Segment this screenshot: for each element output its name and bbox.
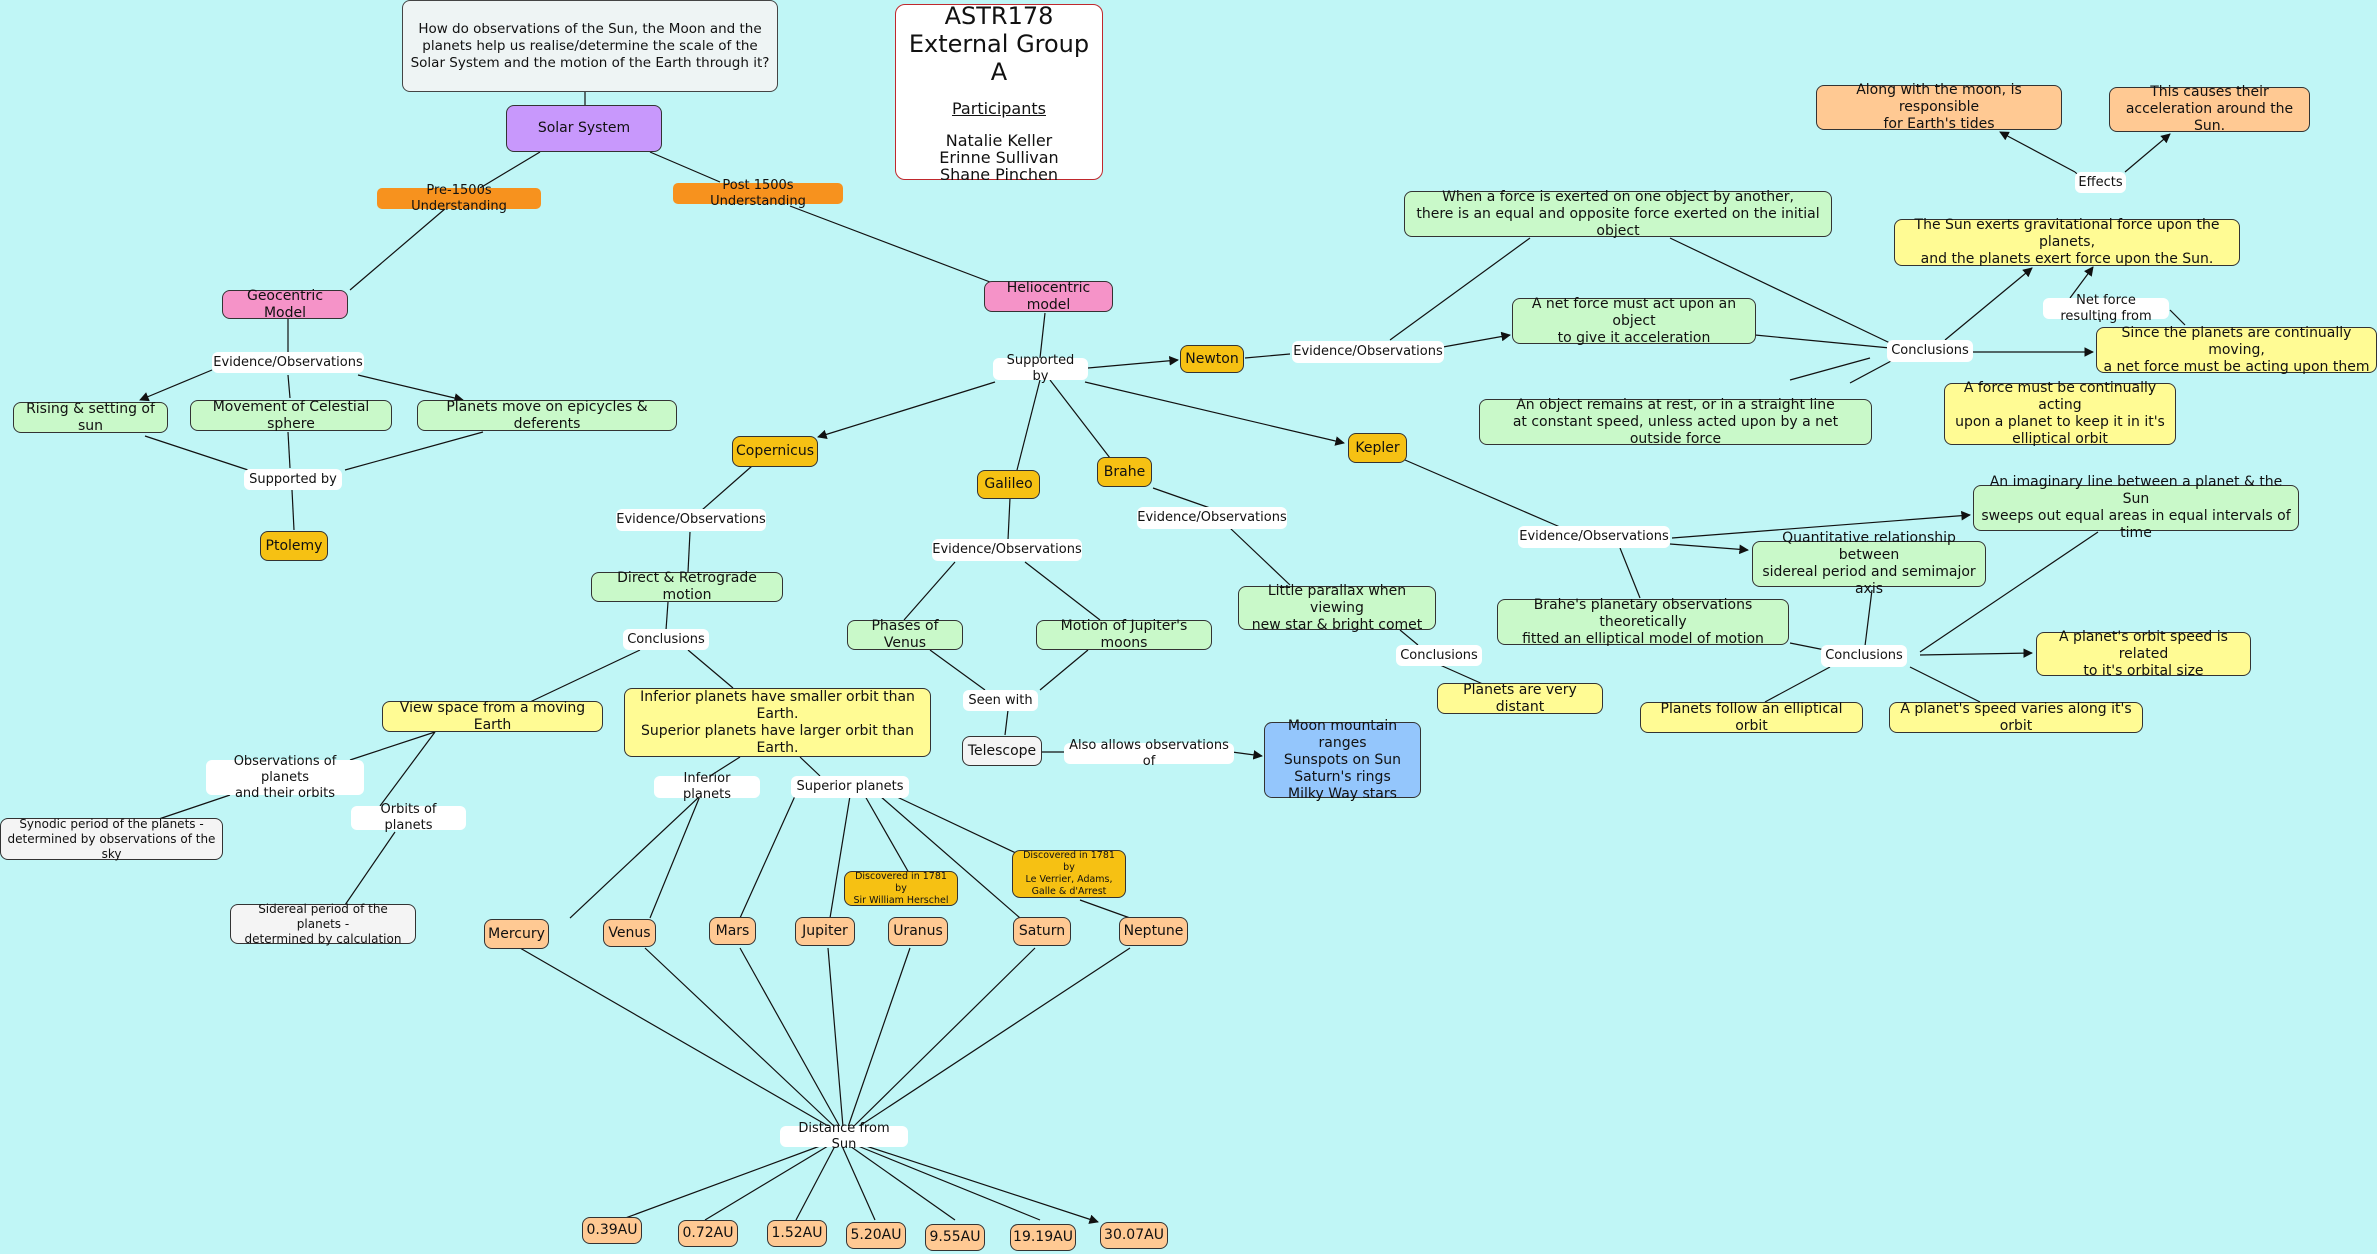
sun-gravity-node[interactable]: The Sun exerts gravitational force upon … [1894,217,2240,267]
heliocentric-model-node[interactable]: Heliocentric model [984,280,1113,313]
retrograde-motion-node[interactable]: Direct & Retrograde motion [591,570,783,603]
elliptical-orbit-node[interactable]: Planets follow an elliptical orbit [1640,701,1863,734]
distance-neptune[interactable]: 30.07AU [1100,1222,1168,1249]
newton-conclusions-label: Conclusions [1887,340,1973,362]
newton-third-law-node[interactable]: When a force is exerted on one object by… [1404,189,1832,239]
heliocentric-supported-label: Supported by [993,353,1088,384]
little-parallax-node[interactable]: Little parallax when viewing new star & … [1238,583,1436,633]
distance-mercury[interactable]: 0.39AU [582,1217,642,1244]
moving-earth-node[interactable]: View space from a moving Earth [382,700,603,733]
planet-mars[interactable]: Mars [709,917,756,945]
sidereal-period-node[interactable]: Sidereal period of the planets - determi… [230,902,416,946]
brahe-fitted-node[interactable]: Brahe's planetary observations theoretic… [1497,597,1789,647]
synodic-period-node[interactable]: Synodic period of the planets - determin… [0,817,223,861]
planet-jupiter[interactable]: Jupiter [795,917,855,946]
also-allows-label: Also allows observations of [1064,738,1234,769]
newton-evidence-label: Evidence/Observations [1292,341,1444,363]
phases-of-venus-node[interactable]: Phases of Venus [847,618,963,651]
jupiter-moons-node[interactable]: Motion of Jupiter's moons [1036,618,1212,651]
geocentric-evidence-label: Evidence/Observations [212,352,364,373]
brahe-conclusions-label: Conclusions [1396,645,1482,666]
kepler-node[interactable]: Kepler [1348,433,1407,463]
galileo-evidence-label: Evidence/Observations [932,539,1082,561]
distance-uranus[interactable]: 19.19AU [1010,1224,1076,1251]
speed-size-node[interactable]: A planet's orbit speed is related to it'… [2036,629,2251,679]
copernicus-evidence-label: Evidence/Observations [616,509,766,531]
inferior-superior-node[interactable]: Inferior planets have smaller orbit than… [624,688,931,757]
newton-node[interactable]: Newton [1180,345,1244,373]
quantitative-relationship-node[interactable]: Quantitative relationship between sidere… [1752,530,1986,597]
distance-venus[interactable]: 0.72AU [678,1220,738,1247]
speed-varies-node[interactable]: A planet's speed varies along it's orbit [1889,701,2143,734]
moving-net-force-node[interactable]: Since the planets are continually moving… [2096,325,2377,375]
tides-node[interactable]: Along with the moon, is responsible for … [1816,82,2062,132]
pre-1500s-link: Pre-1500s Understanding [377,183,541,214]
kepler-evidence-label: Evidence/Observations [1518,526,1670,548]
copernicus-node[interactable]: Copernicus [732,436,818,467]
focus-question[interactable]: How do observations of the Sun, the Moon… [402,0,778,92]
participant-names: Natalie Keller Erinne Sullivan Shane Pin… [939,130,1059,184]
planet-mercury[interactable]: Mercury [484,919,549,949]
newton-second-law-node[interactable]: A net force must act upon an object to g… [1512,296,1756,346]
post-1500s-link: Post 1500s Understanding [673,178,843,209]
seen-with-label: Seen with [963,690,1038,711]
force-elliptical-node[interactable]: A force must be continually acting upon … [1944,380,2176,447]
epicycles-node[interactable]: Planets move on epicycles & deferents [417,399,677,432]
planets-distant-node[interactable]: Planets are very distant [1437,682,1603,715]
distance-jupiter[interactable]: 5.20AU [846,1222,906,1249]
rising-setting-sun-node[interactable]: Rising & setting of sun [13,401,168,434]
leverrier-note[interactable]: Discovered in 1781 by Le Verrier, Adams,… [1012,850,1126,898]
galileo-node[interactable]: Galileo [977,470,1040,499]
inferior-planets-label: Inferior planets [654,771,760,802]
ptolemy-node[interactable]: Ptolemy [260,531,328,561]
superior-planets-label: Superior planets [791,776,909,798]
planet-saturn[interactable]: Saturn [1013,917,1071,946]
distance-saturn[interactable]: 9.55AU [925,1224,985,1251]
planet-uranus[interactable]: Uranus [888,917,948,946]
geocentric-model-node[interactable]: Geocentric Model [222,288,348,321]
title-box: ASTR178 External Group A Participants Na… [895,1,1103,184]
geocentric-supported-label: Supported by [244,469,342,490]
observations-orbits-label: Observations of planets and their orbits [206,754,364,801]
planet-neptune[interactable]: Neptune [1119,917,1188,946]
title-heading: ASTR178 External Group A [908,1,1090,86]
distance-from-sun-label: Distance from Sun [780,1121,908,1152]
equal-areas-node[interactable]: An imaginary line between a planet & the… [1973,474,2299,541]
herschel-note[interactable]: Discovered in 1781 by Sir William Hersch… [844,871,958,906]
net-force-label: Net force resulting from [2043,293,2169,324]
solar-system-node[interactable]: Solar System [506,105,662,152]
brahe-evidence-label: Evidence/Observations [1137,507,1287,529]
newton-first-law-node[interactable]: An object remains at rest, or in a strai… [1479,397,1872,447]
celestial-sphere-node[interactable]: Movement of Celestial sphere [190,399,392,432]
planet-venus[interactable]: Venus [603,919,656,947]
brahe-node[interactable]: Brahe [1097,457,1152,487]
copernicus-conclusions-label: Conclusions [623,629,709,650]
distance-mars[interactable]: 1.52AU [767,1220,827,1247]
telescope-observations-node[interactable]: Moon mountain ranges Sunspots on Sun Sat… [1264,718,1421,802]
acceleration-sun-node[interactable]: This causes their acceleration around th… [2109,84,2310,134]
orbits-of-planets-label: Orbits of planets [351,802,466,833]
effects-label: Effects [2075,172,2126,193]
participants-heading: Participants [952,98,1046,118]
kepler-conclusions-label: Conclusions [1821,645,1907,667]
telescope-node[interactable]: Telescope [962,736,1042,766]
